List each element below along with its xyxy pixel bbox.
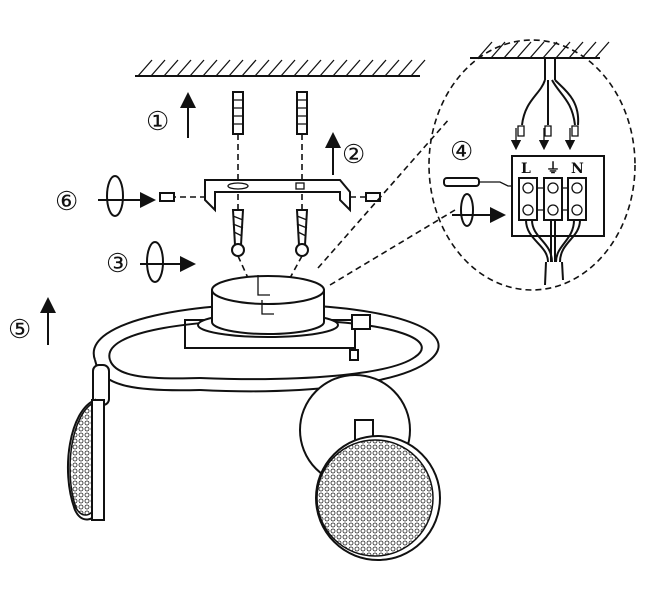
hatch-line — [490, 41, 506, 59]
light-fixture — [66, 275, 441, 561]
hatch-line — [254, 59, 270, 77]
hatch-line — [503, 41, 519, 59]
hatch-line — [542, 41, 558, 59]
svg-text:⑤: ⑤ — [8, 315, 31, 345]
terminal-live-label: L — [521, 161, 531, 177]
screwdriver-icon — [443, 177, 520, 227]
hatch-line — [555, 41, 571, 59]
terminal-block: L ⏚ N — [511, 155, 605, 286]
hatch-line — [176, 59, 192, 77]
hatch-line — [397, 59, 413, 77]
terminal-neutral-label: N — [571, 161, 584, 177]
ceiling-detail — [470, 41, 610, 137]
hatch-line — [594, 41, 610, 59]
hatch-line — [280, 59, 296, 77]
hatch-line — [163, 59, 179, 77]
wall-plugs — [232, 91, 308, 210]
hatch-line — [516, 41, 532, 59]
svg-text:③: ③ — [106, 249, 129, 279]
svg-text:④: ④ — [450, 137, 473, 167]
hatch-line — [228, 59, 244, 77]
hatch-line — [332, 59, 348, 77]
hatch-line — [293, 59, 309, 77]
wire-insert-arrows — [510, 128, 576, 151]
detail-callout-lines — [317, 39, 636, 291]
hatch-line — [568, 41, 584, 59]
hatch-line — [137, 59, 153, 77]
svg-text:②: ② — [342, 140, 365, 170]
step-4-marker: ④ — [450, 137, 473, 167]
hatch-line — [477, 41, 493, 59]
hatch-line — [529, 41, 545, 59]
hatch-line — [241, 59, 257, 77]
hatch-line — [581, 41, 597, 59]
hatch-line — [384, 59, 400, 77]
hatch-line — [189, 59, 205, 77]
hatch-line — [345, 59, 361, 77]
hatch-line — [215, 59, 231, 77]
hatch-line — [202, 59, 218, 77]
hatch-line — [150, 59, 166, 77]
hatch-line — [319, 59, 335, 77]
step-2-marker: ② — [325, 132, 365, 175]
step-6-marker: ⑥ — [55, 175, 156, 217]
ceiling — [135, 59, 426, 77]
mounting-bracket — [159, 179, 381, 213]
svg-text:①: ① — [146, 107, 169, 137]
hatch-line — [306, 59, 322, 77]
hatch-line — [267, 59, 283, 77]
hatch-line — [371, 59, 387, 77]
step-5-marker: ⑤ — [8, 297, 56, 345]
hatch-line — [358, 59, 374, 77]
step-3-marker: ③ — [106, 241, 196, 283]
svg-text:⑥: ⑥ — [55, 187, 78, 217]
hatch-line — [410, 59, 426, 77]
step-1-marker: ① — [146, 92, 196, 138]
terminal-earth-label: ⏚ — [546, 161, 560, 177]
